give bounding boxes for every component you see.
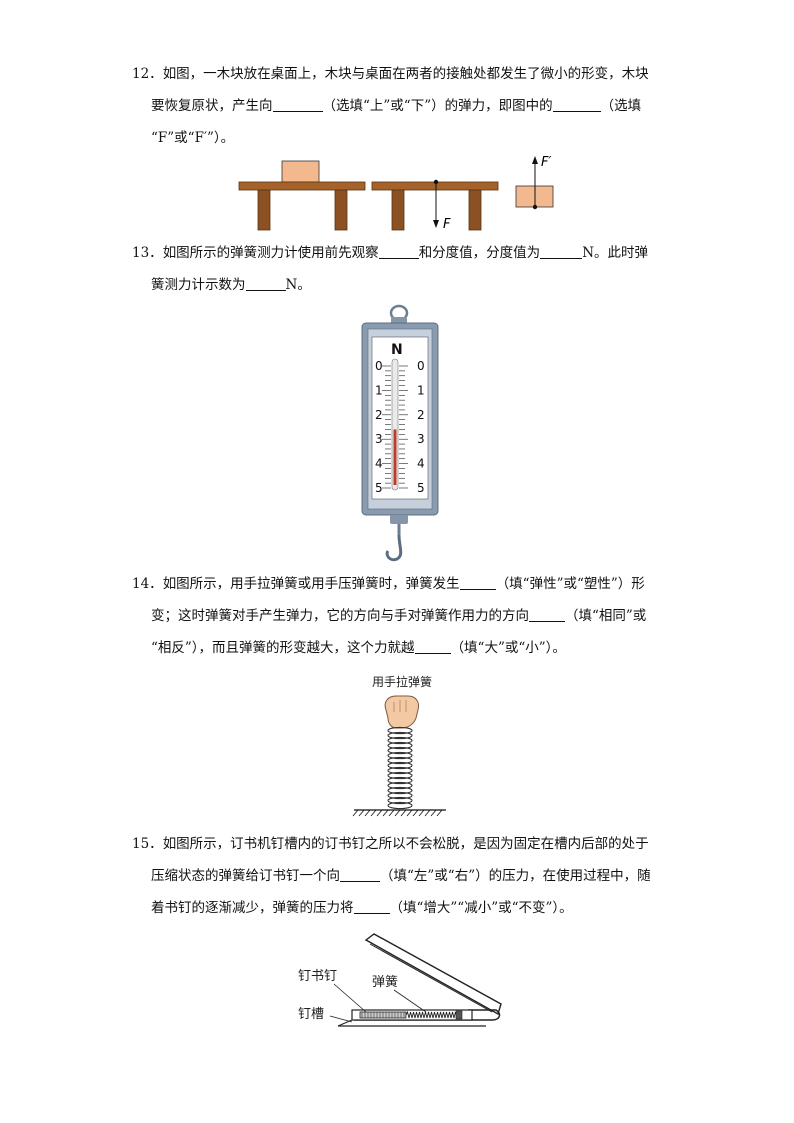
stapler-spring <box>405 1010 458 1019</box>
question-text: 如图所示，订书机钉槽内的订书钉之所以不会松脱，是因为固定在槽内后部的处于 <box>162 836 649 852</box>
table-force-diagram: F <box>371 179 499 232</box>
label-slot: 钉槽 <box>298 1007 324 1022</box>
question-text: 如图所示的弹簧测力计使用前先观察 <box>162 245 379 261</box>
table-block-figure: F F′ <box>238 152 568 234</box>
force-label-fprime: F′ <box>541 155 551 170</box>
scale-label-right: 5 <box>417 481 425 495</box>
question-text: （选填 <box>600 98 642 114</box>
question-14: 14．如图所示，用手拉弹簧或用手压弹簧时，弹簧发生 （填“弹性”或“塑性”）形 变… <box>132 568 667 664</box>
question-number: 12． <box>132 66 163 82</box>
spring-coils <box>387 726 413 810</box>
scale-label-right: 1 <box>417 383 425 397</box>
question-text: （填“相同”或 <box>565 608 647 624</box>
answer-blank[interactable] <box>245 272 286 291</box>
figure-caption: 用手拉弹簧 <box>372 674 432 689</box>
question-text: N。此时弹 <box>582 245 648 261</box>
question-text: 变；这时弹簧对手产生弹力，它的方向与手对弹簧作用力的方向 <box>151 608 529 624</box>
question-text: （填“左”或“右”）的压力，在使用过程中，随 <box>380 868 651 884</box>
scale-label-left: 1 <box>375 383 383 397</box>
question-number: 14． <box>132 576 163 592</box>
stapler-base <box>354 1009 501 1021</box>
question-text: （填“弹性”或“塑性”）形 <box>495 576 645 592</box>
answer-blank[interactable] <box>378 240 419 259</box>
question-number: 15． <box>132 836 163 852</box>
scale-label-left: 4 <box>375 457 383 471</box>
question-15: 15．如图所示，订书机钉槽内的订书钉之所以不会松脱，是因为固定在槽内后部的处于 … <box>132 828 667 924</box>
scale-face <box>371 336 429 500</box>
answer-blank[interactable] <box>459 571 496 590</box>
table-with-block <box>238 160 366 231</box>
spring-indicator <box>393 429 397 485</box>
answer-blank[interactable] <box>340 863 380 882</box>
question-text: 压缩状态的弹簧给订书钉一个向 <box>151 868 340 884</box>
answer-blank[interactable] <box>353 895 390 914</box>
scale-label-left: 5 <box>375 481 383 495</box>
arrow-up-icon <box>532 156 538 164</box>
question-text: “F”或“F′”）。 <box>151 130 235 146</box>
scale-label-right: 3 <box>417 432 425 446</box>
answer-blank[interactable] <box>414 635 451 654</box>
question-text: 着书钉的逐渐减少，弹簧的压力将 <box>151 900 354 916</box>
question-text: （填“增大”“减小”或“不变”）。 <box>389 900 573 916</box>
scale-label-right: 4 <box>417 457 425 471</box>
answer-blank[interactable] <box>529 603 565 622</box>
question-text: “相反”），而且弹簧的形变越大，这个力就越 <box>151 640 415 656</box>
force-label-f: F <box>443 217 451 232</box>
hook-icon <box>385 534 403 562</box>
label-spring: 弹簧 <box>372 974 398 990</box>
question-text: （选填“上”或“下”）的弹力，即图中的 <box>322 98 553 114</box>
scale-label-left: 2 <box>375 408 383 422</box>
unit-label: N <box>391 342 403 358</box>
question-13: 13．如图所示的弹簧测力计使用前先观察 和分度值，分度值为 N。此时弹 簧测力计示数… <box>132 237 667 301</box>
answer-blank[interactable] <box>540 240 583 259</box>
hand-spring-figure: 用手拉弹簧 <box>350 672 450 818</box>
scale-label-left: 3 <box>375 432 383 446</box>
question-text: 和分度值，分度值为 <box>418 245 541 261</box>
answer-blank[interactable] <box>552 93 601 112</box>
staples-block <box>359 1011 407 1019</box>
answer-blank[interactable] <box>272 93 323 112</box>
stapler-arm <box>364 933 502 1016</box>
scale-label-left: 0 <box>375 359 383 373</box>
scale-labels: 0 0 1 1 2 2 3 3 4 4 5 5 <box>375 359 425 495</box>
scale-label-right: 2 <box>417 408 425 422</box>
hand-icon <box>384 695 419 729</box>
label-staples: 钉书钉 <box>298 969 337 984</box>
spring-scale-figure: N 0 0 1 1 2 2 3 3 4 4 5 5 <box>360 303 440 565</box>
question-text: 簧测力计示数为 <box>151 277 246 293</box>
question-text: 如图，一木块放在桌面上，木块与桌面在两者的接触处都发生了微小的形变，木块 <box>162 66 649 82</box>
scale-ticks <box>382 365 408 489</box>
block-force-diagram: F′ <box>515 155 554 210</box>
question-number: 13． <box>132 245 163 261</box>
question-12: 12．如图，一木块放在桌面上，木块与桌面在两者的接触处都发生了微小的形变，木块 … <box>132 58 667 154</box>
stapler-figure: 钉书钉 弹簧 钉槽 <box>296 930 506 1034</box>
question-text: 要恢复原状，产生向 <box>151 98 273 114</box>
question-text: N。 <box>285 277 311 293</box>
question-text: （填“大”或“小”）。 <box>450 640 566 656</box>
scale-label-right: 0 <box>417 359 425 373</box>
question-text: 如图所示，用手拉弹簧或用手压弹簧时，弹簧发生 <box>162 576 460 592</box>
arrow-down-icon <box>433 220 439 228</box>
